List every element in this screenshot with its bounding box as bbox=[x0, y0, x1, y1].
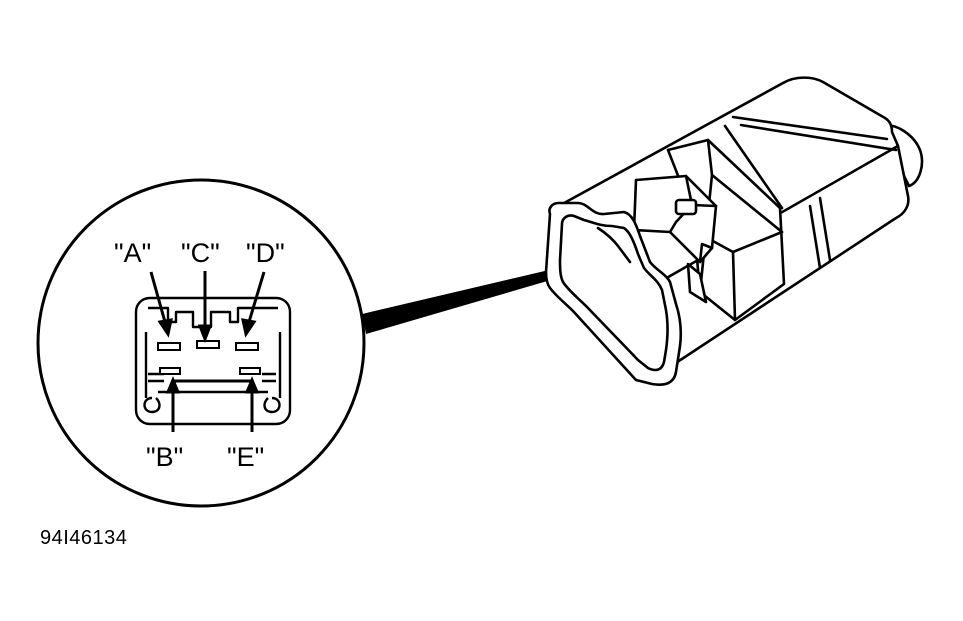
terminal-slot-c bbox=[196, 340, 220, 349]
connector-body bbox=[544, 76, 924, 386]
pin-label-d: "D" bbox=[246, 238, 285, 268]
pointer-arrows bbox=[149, 271, 266, 432]
figure-id: 94I46134 bbox=[40, 527, 128, 549]
terminal-slot-e bbox=[239, 367, 261, 375]
pin-label-a: "A" bbox=[114, 238, 151, 268]
arrow-a bbox=[149, 271, 167, 323]
pin-label-c: "C" bbox=[181, 238, 220, 268]
magnified-face: "A" "C" "D" "B" "E" bbox=[36, 178, 366, 508]
terminal-slot-d bbox=[235, 342, 259, 351]
arrow-d bbox=[247, 271, 266, 323]
pin-label-b: "B" bbox=[146, 442, 183, 472]
magnifier-leader bbox=[362, 262, 585, 334]
terminal-slot-a bbox=[157, 342, 181, 351]
terminal-slot-b bbox=[159, 367, 181, 375]
pin-label-e: "E" bbox=[227, 442, 264, 472]
